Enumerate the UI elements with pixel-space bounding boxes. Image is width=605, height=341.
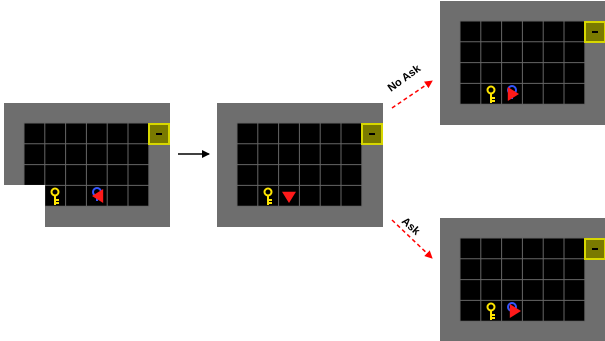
- grid-lines: [23, 122, 150, 207]
- door-lock: [369, 133, 375, 135]
- ask-arrow: [391, 219, 433, 259]
- gridworld-no-ask: [440, 1, 605, 125]
- panel-initial-state: [4, 103, 170, 227]
- gridworld-initial: [4, 103, 170, 227]
- key-tooth: [492, 317, 495, 319]
- agent-triangle-icon: [507, 87, 519, 101]
- key-icon: [486, 302, 496, 320]
- key-shaft: [490, 310, 492, 320]
- door-lock: [156, 133, 162, 135]
- key-tooth: [492, 97, 495, 99]
- agent-shape: [282, 191, 296, 203]
- key-icon: [263, 187, 273, 205]
- gridworld-next: [217, 103, 383, 227]
- door-lock: [592, 248, 598, 250]
- key-tooth: [492, 100, 495, 102]
- panel-no-ask-outcome: [440, 1, 605, 125]
- locked-door-icon: [361, 123, 383, 145]
- agent-shape: [509, 304, 521, 318]
- door-lock: [592, 31, 598, 33]
- agent-triangle-icon: [509, 304, 521, 318]
- key-tooth: [269, 199, 272, 201]
- key-tooth: [56, 199, 59, 201]
- outside-area: [4, 185, 45, 227]
- agent-shape: [92, 189, 104, 203]
- agent-triangle-icon: [282, 191, 296, 203]
- key-tooth: [56, 202, 59, 204]
- grid-lines: [459, 20, 586, 105]
- locked-door-icon: [148, 123, 170, 145]
- grid-lines: [459, 237, 586, 322]
- gridworld-ask: [440, 218, 605, 341]
- key-icon: [486, 85, 496, 103]
- agent-shape: [507, 87, 519, 101]
- no-ask-arrow: [391, 80, 433, 109]
- grid-lines: [236, 122, 363, 207]
- locked-door-icon: [584, 21, 605, 43]
- ask-label: Ask: [399, 215, 423, 238]
- key-shaft: [54, 195, 56, 205]
- locked-door-icon: [584, 238, 605, 260]
- agent-triangle-icon: [92, 189, 104, 203]
- key-tooth: [492, 314, 495, 316]
- key-shaft: [267, 195, 269, 205]
- key-shaft: [490, 93, 492, 103]
- panel-ask-outcome: [440, 218, 605, 341]
- key-icon: [50, 187, 60, 205]
- key-tooth: [269, 202, 272, 204]
- panel-next-state: [217, 103, 383, 227]
